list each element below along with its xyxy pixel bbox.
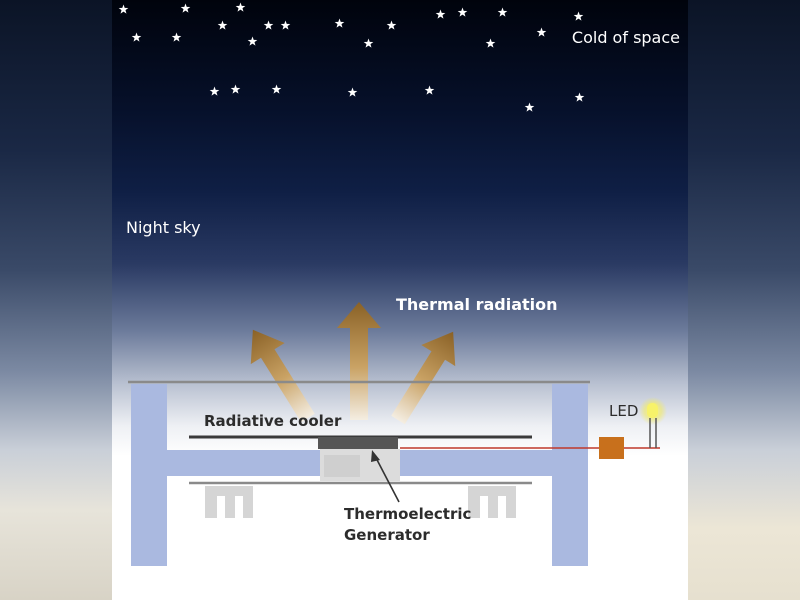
star-icon <box>497 7 508 17</box>
star-icon <box>271 84 282 94</box>
diagram-panel: Cold of space Night sky Thermal radiatio… <box>112 0 688 600</box>
radiative-cooler-label: Radiative cooler <box>204 412 342 430</box>
star-icon <box>386 20 397 30</box>
led-circuit <box>400 397 667 459</box>
thermal-arrow-icon <box>391 331 456 425</box>
night-sky-label: Night sky <box>126 218 201 237</box>
thermoelectric-generator-label: Thermoelectric Generator <box>344 504 471 546</box>
star-icon <box>536 27 547 37</box>
star-icon <box>363 38 374 48</box>
star-icon <box>485 38 496 48</box>
star-icon <box>347 87 358 97</box>
star-icon <box>171 32 182 42</box>
starfield <box>118 2 585 112</box>
thermal-arrow-icon <box>337 302 381 420</box>
star-icon <box>118 4 129 14</box>
thermal-arrow-icon <box>250 329 315 423</box>
star-icon <box>334 18 345 28</box>
star-icon <box>524 102 535 112</box>
teg-pointer-line <box>374 455 400 503</box>
led-bulb-icon <box>647 403 658 448</box>
star-icon <box>424 85 435 95</box>
star-icon <box>131 32 142 42</box>
right-support-post <box>552 384 588 566</box>
star-icon <box>457 7 468 17</box>
background-left-margin <box>0 0 112 600</box>
star-icon <box>435 9 446 19</box>
left-heat-sink-fins <box>205 486 253 518</box>
diagram-scene <box>118 2 667 566</box>
star-icon <box>280 20 291 30</box>
star-icon <box>217 20 228 30</box>
star-icon <box>209 86 220 96</box>
teg-module <box>324 455 360 477</box>
star-icon <box>263 20 274 30</box>
star-icon <box>180 3 191 13</box>
thermal-radiation-arrows <box>250 302 456 425</box>
background-right-margin <box>688 0 800 600</box>
resistor-icon <box>599 437 624 459</box>
teg-top-plate <box>318 437 398 449</box>
thermal-radiation-label: Thermal radiation <box>396 295 558 314</box>
star-icon <box>574 92 585 102</box>
right-heat-sink-fins <box>468 486 516 518</box>
star-icon <box>230 84 241 94</box>
led-label: LED <box>609 402 639 420</box>
teg-pointer-arrowhead <box>371 450 380 462</box>
star-icon <box>573 11 584 21</box>
cold-of-space-label: Cold of space <box>571 28 680 47</box>
teg-label-line1: Thermoelectric <box>344 505 472 523</box>
device-enclosure <box>128 380 590 566</box>
teg-label-line2: Generator <box>344 526 430 544</box>
star-icon <box>235 2 246 12</box>
left-support-post <box>131 384 167 566</box>
star-icon <box>247 36 258 46</box>
